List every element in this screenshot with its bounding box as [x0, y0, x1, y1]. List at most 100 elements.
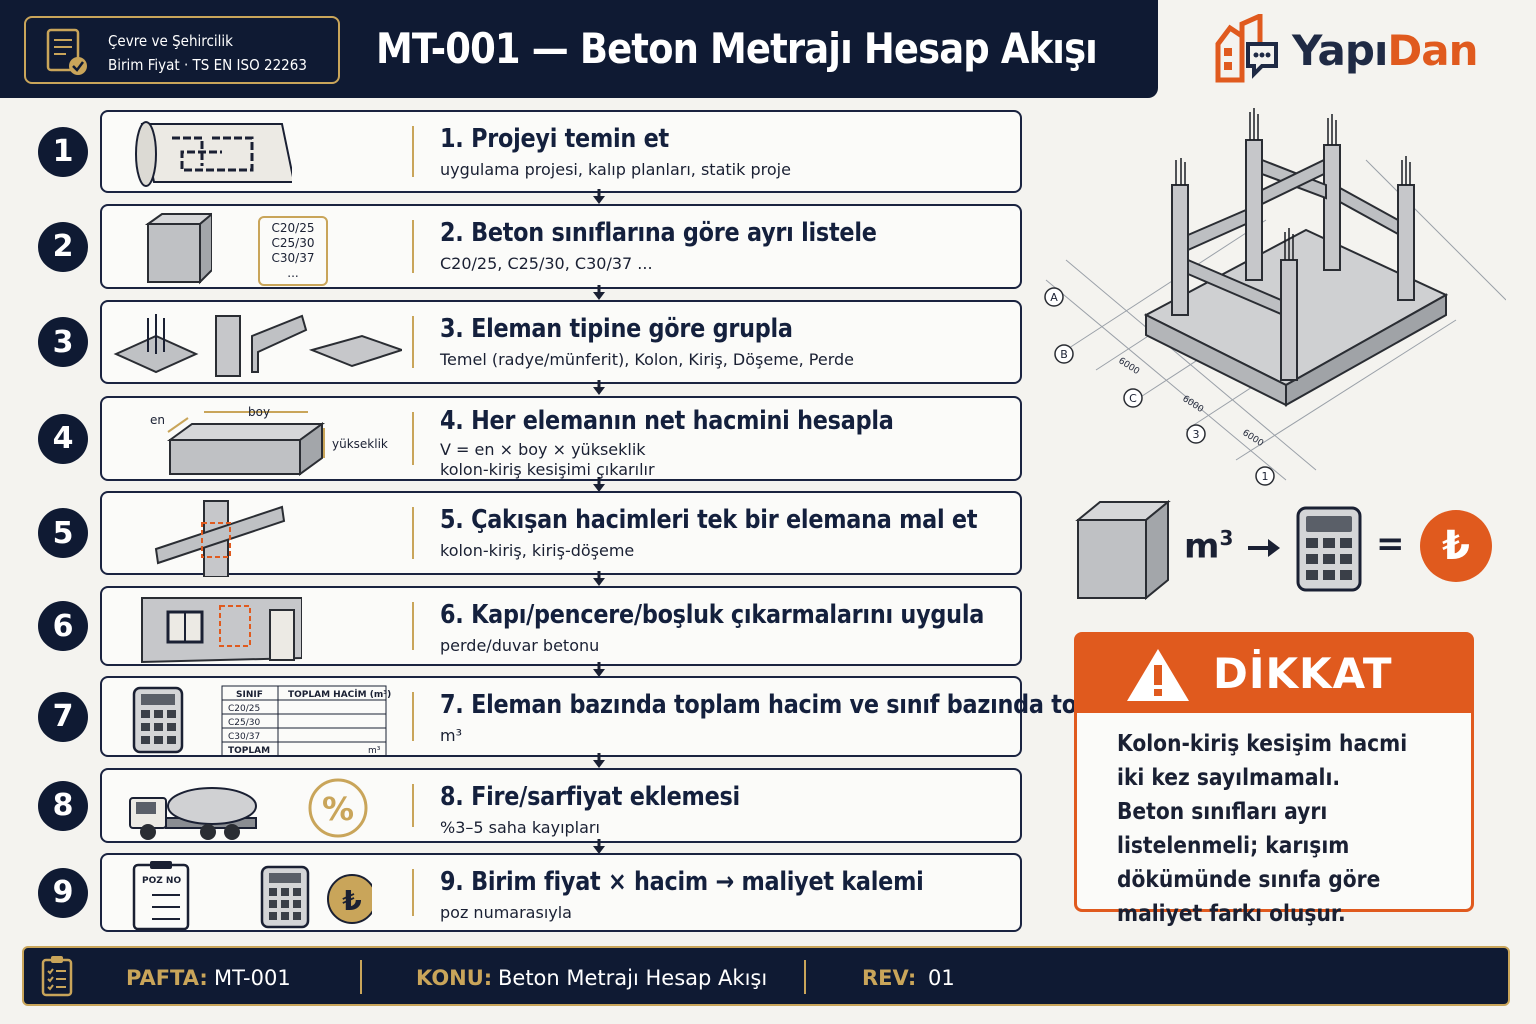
step-number-badge: 2	[38, 221, 88, 272]
arrow-right-icon	[1248, 539, 1280, 557]
svg-text:yükseklik: yükseklik	[332, 437, 388, 451]
cost-formula: m3 = ₺	[1060, 498, 1510, 608]
cost-item-icons: POZ NO ₺	[132, 861, 377, 931]
sheet-label: PAFTA:	[126, 966, 208, 990]
step-subtitle: C20/25, C25/30, C30/37 ...	[440, 254, 653, 273]
warning-text-2: Beton sınıfları ayrı listelenmeli; karış…	[1117, 799, 1381, 927]
step-illustration	[112, 306, 406, 386]
step-divider	[412, 602, 414, 650]
step-number-badge: 4	[38, 413, 88, 464]
axis-label-a: A	[1050, 291, 1058, 304]
step-title: 1. Projeyi temin et	[440, 124, 669, 154]
arrow-down-icon	[593, 662, 605, 677]
step-divider	[412, 316, 414, 368]
step-number-badge: 9	[38, 867, 88, 918]
step-divider	[412, 692, 414, 741]
arrow-down-icon	[593, 839, 605, 854]
step-title: 7. Eleman bazında toplam hacim ve sınıf …	[440, 690, 1138, 720]
step-number-badge: 1	[38, 126, 88, 177]
step-divider	[412, 869, 414, 916]
mixer-truck-icon: %	[129, 778, 368, 840]
svg-text:C20/25: C20/25	[228, 704, 260, 714]
step-number-badge: 8	[38, 780, 88, 831]
svg-text:TOPLAM HACİM (m³): TOPLAM HACİM (m³)	[288, 689, 391, 700]
svg-text:SINIF: SINIF	[236, 690, 263, 700]
svg-text:TOPLAM: TOPLAM	[228, 746, 270, 756]
warning-text-1: Kolon-kiriş kesişim hacmi iki kez sayılm…	[1117, 731, 1408, 791]
span-label: 6000	[1116, 356, 1141, 377]
concrete-class-item: C25/30	[271, 236, 315, 250]
step-subtitle: Temel (radye/münferit), Kolon, Kiriş, Dö…	[440, 350, 855, 369]
header-bar: Çevre ve Şehircilik Birim Fiyat · TS EN …	[0, 0, 1158, 98]
subject-label: KONU:	[416, 966, 493, 990]
badge-ministry-text: Çevre ve Şehircilik	[108, 32, 233, 50]
step-illustration	[112, 116, 402, 196]
warning-header: DİKKAT	[1077, 635, 1471, 713]
footer-divider	[360, 960, 362, 994]
arrow-down-icon	[593, 753, 605, 768]
brand-logo: YapıDan	[1212, 10, 1502, 90]
svg-text:₺: ₺	[342, 884, 361, 917]
step-subtitle: kolon-kiriş, kiriş-döşeme	[440, 541, 635, 560]
column-beam-intersection-icon	[154, 500, 286, 578]
step-title: 6. Kapı/pencere/boşluk çıkarmalarını uyg…	[440, 600, 985, 630]
axis-label-c: C	[1129, 392, 1137, 405]
step-card: 5. Çakışan hacimleri tek bir elemana mal…	[100, 491, 1022, 578]
building-logo-icon	[1215, 14, 1278, 83]
structural-elements-icon	[113, 314, 406, 377]
step-subtitle: poz numarasıyla	[440, 903, 572, 922]
arrow-down-icon	[593, 571, 605, 586]
badge-standard-text: Birim Fiyat · TS EN ISO 22263	[108, 56, 307, 74]
step-divider	[412, 784, 414, 827]
step-title: 4. Her elemanın net hacmini hesapla	[440, 406, 894, 436]
concrete-class-item: C20/25	[271, 221, 315, 235]
arrow-down-icon	[593, 380, 605, 395]
step-title: 2. Beton sınıflarına göre ayrı listele	[440, 218, 877, 248]
step-subtitle: perde/duvar betonu	[440, 636, 600, 655]
cubic-meter-label: m3	[1184, 526, 1234, 567]
svg-text:en: en	[150, 413, 165, 427]
step-subtitle: %3–5 saha kayıpları	[440, 818, 600, 837]
step-number-badge: 6	[38, 601, 88, 651]
standard-badge: Çevre ve Şehircilik Birim Fiyat · TS EN …	[24, 16, 340, 84]
step-illustration: POZ NO ₺	[112, 859, 402, 937]
step-divider	[412, 220, 414, 273]
arrow-down-icon	[593, 285, 605, 300]
page-title: MT-001 — Beton Metrajı Hesap Akışı	[376, 24, 1098, 73]
lira-coin-icon: ₺	[1420, 510, 1492, 582]
step-subtitle: V = en × boy × yükseklik	[440, 440, 646, 459]
step-card: %8. Fire/sarfiyat eklemesi%3–5 saha kayı…	[100, 768, 1022, 843]
revision-label: REV:	[862, 966, 917, 990]
axis-label-3: 3	[1193, 428, 1200, 441]
document-check-icon	[46, 28, 87, 75]
step-divider	[412, 412, 414, 465]
arrow-down-icon	[593, 189, 605, 204]
step-title: 9. Birim fiyat × hacim → maliyet kalemi	[440, 867, 924, 897]
axis-label-b: B	[1060, 348, 1068, 361]
step-number-badge: 5	[38, 508, 88, 558]
span-label: 6000	[1240, 428, 1265, 449]
svg-text:POZ NO: POZ NO	[142, 876, 181, 886]
arrow-down-icon	[593, 477, 605, 492]
svg-text:m³: m³	[368, 746, 381, 756]
step-number-badge: 3	[38, 317, 88, 367]
svg-text:C30/37: C30/37	[228, 732, 260, 742]
blueprint-roll-icon	[135, 121, 296, 187]
footer-divider	[804, 960, 806, 994]
concrete-cube-icon	[1075, 499, 1171, 601]
step-illustration: %	[112, 774, 402, 848]
step-card: POZ NO ₺ 9. Birim fiyat × hacim → maliyet …	[100, 853, 1022, 932]
calculator-icon	[1296, 506, 1362, 592]
subject-value: Beton Metrajı Hesap Akışı	[498, 966, 768, 990]
footer-bar: PAFTA: MT-001 KONU: Beton Metrajı Hesap …	[22, 946, 1510, 1006]
concrete-class-item: ...	[287, 266, 299, 280]
